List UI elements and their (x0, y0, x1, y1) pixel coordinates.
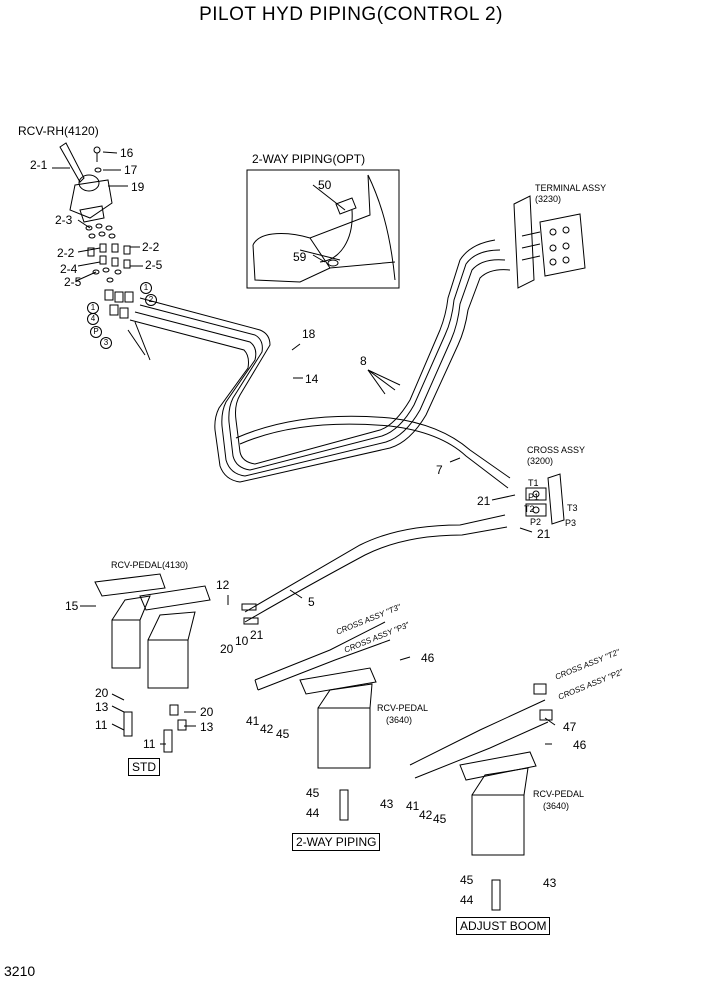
part-21a: 21 (477, 494, 491, 508)
two-way-opt-label: 2-WAY PIPING(OPT) (252, 152, 366, 166)
page-title: PILOT HYD PIPING(CONTROL 2) (199, 4, 503, 25)
port-t3: T3 (567, 503, 578, 513)
part-50: 50 (318, 178, 332, 192)
part-17: 17 (124, 163, 138, 177)
part-20a: 20 (220, 642, 234, 656)
inset-illustration (252, 174, 396, 283)
part-47: 47 (563, 720, 577, 734)
circle-3: 3 (100, 337, 112, 349)
hose-5 (241, 514, 508, 625)
part-20c: 20 (200, 705, 214, 719)
port-p1: P1 (528, 492, 540, 502)
cross-code-label: (3200) (527, 456, 554, 466)
rcv-pedal-4130-label: RCV-PEDAL(4130) (111, 560, 189, 570)
pedal-2way (254, 621, 391, 821)
cross-assy-label: CROSS ASSY (527, 445, 586, 455)
part-10: 10 (235, 634, 249, 648)
pedal-std (94, 573, 211, 689)
part-21c: 21 (250, 628, 264, 642)
adjust-boom-box: ADJUST BOOM (456, 917, 551, 935)
part-44a: 44 (306, 806, 320, 820)
cross-block (525, 473, 565, 525)
part-46a: 46 (421, 651, 435, 665)
port-p3: P3 (565, 518, 577, 528)
part-2-5a: 2-5 (145, 258, 163, 272)
circle-2: 2 (145, 294, 157, 306)
leader-lines (52, 151, 556, 745)
hose-7 (235, 415, 511, 479)
part-2-2a: 2-2 (57, 246, 75, 260)
joystick-illustration (59, 142, 113, 223)
page-number: 3210 (4, 963, 36, 979)
part-11b: 11 (143, 737, 156, 751)
part-44b: 44 (460, 893, 474, 907)
port-t1: T1 (528, 478, 539, 488)
part-2-3: 2-3 (55, 213, 73, 227)
rcv-pedal-code-b: (3640) (543, 801, 570, 811)
rcv-pedal-code-a: (3640) (386, 715, 413, 725)
part-2-1: 2-1 (30, 158, 48, 172)
two-way-piping-box: 2-WAY PIPING (292, 833, 381, 851)
part-14: 14 (305, 372, 319, 386)
part-42b: 42 (419, 808, 433, 822)
rcv-pedal-label-a: RCV-PEDAL (377, 703, 429, 713)
rcv-pedal-label-b: RCV-PEDAL (533, 789, 585, 799)
terminal-code-label: (3230) (535, 194, 562, 204)
part-2-2b: 2-2 (142, 240, 160, 254)
part-16: 16 (120, 146, 134, 160)
part-43a: 43 (380, 797, 394, 811)
part-45b: 45 (306, 786, 320, 800)
terminal-assy-label: TERMINAL ASSY (535, 183, 607, 193)
part-45c: 45 (433, 812, 447, 826)
std-label-box: STD (128, 758, 160, 776)
part-21b: 21 (537, 527, 551, 541)
part-41b: 41 (406, 799, 420, 813)
part-2-4: 2-4 (60, 262, 78, 276)
part-8: 8 (360, 354, 367, 368)
part-43b: 43 (543, 876, 557, 890)
circle-4: 4 (87, 313, 99, 325)
part-7: 7 (436, 463, 443, 477)
port-p2: P2 (530, 517, 542, 527)
part-59: 59 (293, 250, 307, 264)
part-2-5b: 2-5 (64, 275, 82, 289)
part-13a: 13 (95, 700, 109, 714)
part-12: 12 (216, 578, 230, 592)
part-41a: 41 (246, 714, 260, 728)
rcv-rh-label: RCV-RH(4120) (18, 124, 99, 138)
part-13b: 13 (200, 720, 214, 734)
terminal-block (513, 195, 586, 289)
part-45a: 45 (276, 727, 290, 741)
part-46b: 46 (573, 738, 587, 752)
fittings-stack (85, 223, 134, 319)
inset-frame (246, 169, 400, 289)
pedal-adjust (409, 683, 553, 911)
circle-p: P (90, 326, 102, 338)
part-18: 18 (302, 327, 316, 341)
circle-1b: 1 (140, 282, 152, 294)
part-45d: 45 (460, 873, 474, 887)
part-42a: 42 (260, 722, 274, 736)
part-19: 19 (131, 180, 145, 194)
part-20b: 20 (95, 686, 109, 700)
part-15: 15 (65, 599, 79, 613)
part-5: 5 (308, 595, 315, 609)
part-11a: 11 (95, 718, 108, 732)
pipe-bundle (127, 239, 511, 483)
port-t2: T2 (524, 504, 535, 514)
